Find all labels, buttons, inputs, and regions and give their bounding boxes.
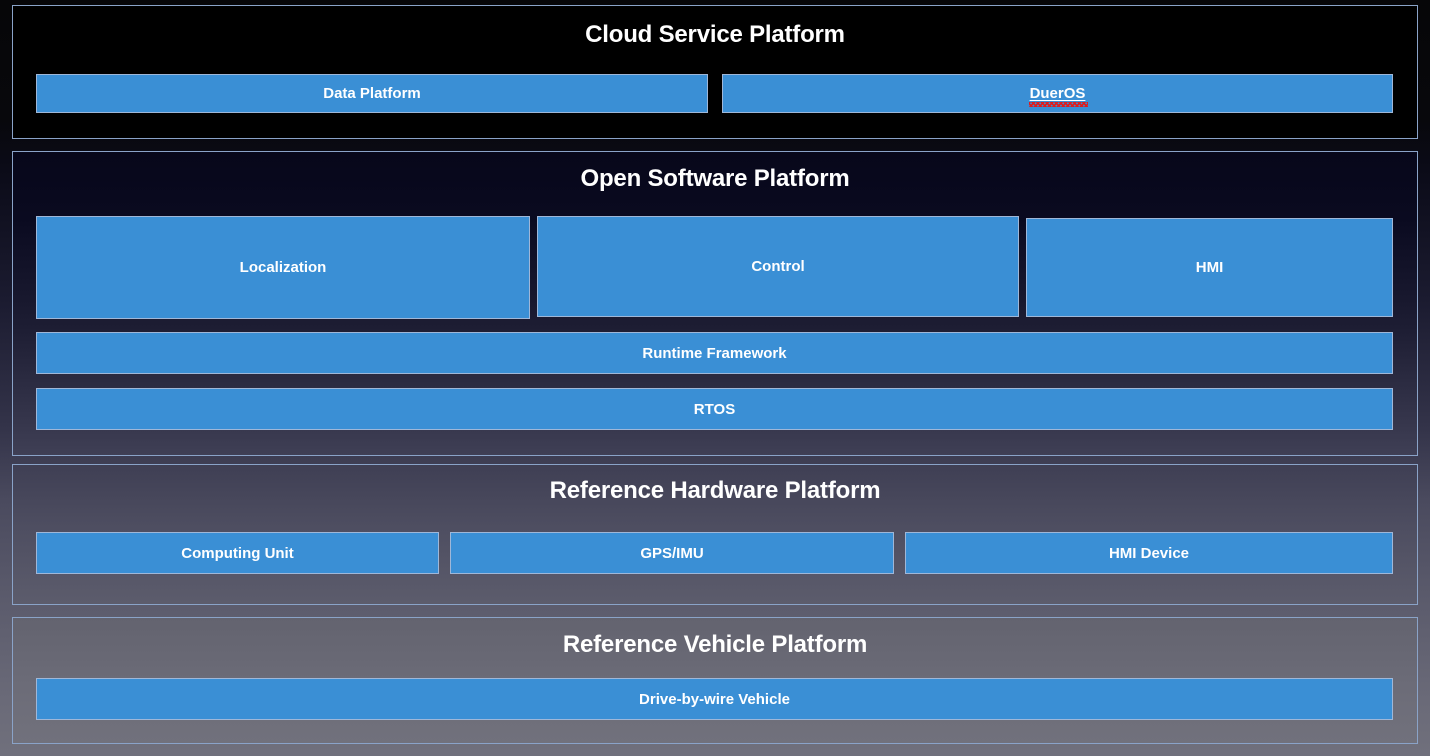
section-title-cloud-service-platform: Cloud Service Platform — [585, 21, 845, 48]
block-label-hmi-device: HMI Device — [1108, 544, 1190, 562]
block-label-runtime-framework: Runtime Framework — [642, 344, 787, 362]
block-gps-imu[interactable]: GPS/IMU — [450, 532, 894, 574]
section-open-software-platform: Open Software Platform Localization Cont… — [12, 151, 1418, 456]
block-control[interactable]: Control — [537, 216, 1019, 317]
block-rtos[interactable]: RTOS — [36, 388, 1393, 430]
block-label-drive-by-wire-vehicle: Drive-by-wire Vehicle — [639, 690, 790, 708]
block-label-gps-imu: GPS/IMU — [640, 544, 704, 562]
block-label-computing-unit: Computing Unit — [181, 544, 294, 562]
block-runtime-framework[interactable]: Runtime Framework — [36, 332, 1393, 374]
section-title-open-software-platform: Open Software Platform — [580, 165, 850, 192]
block-localization[interactable]: Localization — [36, 216, 530, 319]
section-title-reference-hardware-platform: Reference Hardware Platform — [549, 477, 881, 504]
block-computing-unit[interactable]: Computing Unit — [36, 532, 439, 574]
block-data-platform[interactable]: Data Platform — [36, 74, 708, 113]
section-title-reference-vehicle-platform: Reference Vehicle Platform — [562, 631, 868, 658]
block-label-localization: Localization — [239, 259, 327, 276]
block-hmi-device[interactable]: HMI Device — [905, 532, 1393, 574]
block-hmi[interactable]: HMI — [1026, 218, 1393, 317]
block-dueros[interactable]: DuerOS — [722, 74, 1393, 113]
block-label-rtos: RTOS — [693, 400, 736, 418]
section-reference-hardware-platform: Reference Hardware Platform Computing Un… — [12, 464, 1418, 605]
section-cloud-service-platform: Cloud Service Platform Data Platform Due… — [12, 5, 1418, 139]
block-label-dueros: DuerOS — [1028, 85, 1089, 107]
block-label-data-platform: Data Platform — [323, 85, 421, 102]
block-label-hmi: HMI — [1195, 259, 1224, 276]
block-label-control: Control — [751, 258, 805, 275]
section-reference-vehicle-platform: Reference Vehicle Platform Drive-by-wire… — [12, 617, 1418, 744]
block-drive-by-wire-vehicle[interactable]: Drive-by-wire Vehicle — [36, 678, 1393, 720]
